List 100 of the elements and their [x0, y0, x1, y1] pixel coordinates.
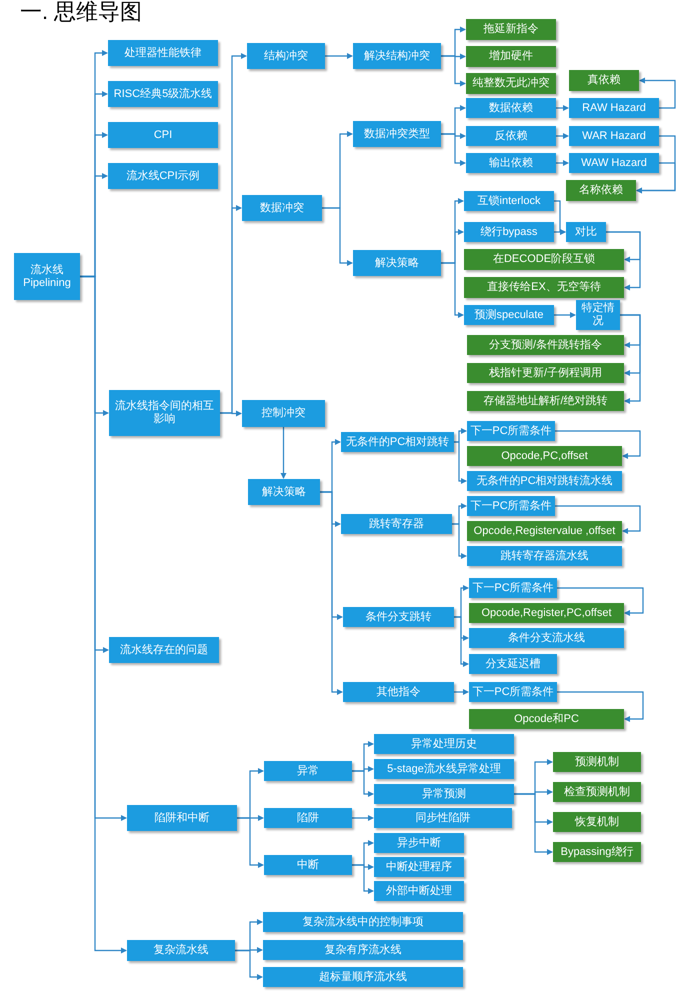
topic-box: 5-stage流水线异常处理 — [374, 759, 514, 779]
topic-box: 增加硬件 — [466, 46, 556, 67]
topic-box: 条件分支跳转 — [343, 607, 454, 627]
topic-box: 下一PC所需条件 — [467, 496, 555, 516]
topic-box: 解决策略 — [353, 250, 441, 276]
connector-arrow — [322, 207, 353, 266]
topic-box: 异步中断 — [374, 833, 464, 853]
topic-box: 其他指令 — [343, 682, 454, 702]
topic-box: 名称依赖 — [566, 180, 636, 201]
topic-box: 输出依赖 — [466, 153, 556, 173]
connector-arrow — [352, 815, 374, 821]
topic-box: 分支预测/条件跳转指令 — [467, 335, 624, 355]
topic-box: 外部中断处理 — [374, 881, 464, 901]
topic-box: 数据冲突类型 — [353, 121, 441, 147]
topic-box: 预测speculate — [464, 305, 554, 325]
connector-arrow — [556, 133, 569, 139]
topic-box: 绕行bypass — [464, 222, 554, 242]
topic-box: 跳转寄存器 — [341, 514, 452, 534]
topic-box: 流水线 Pipelining — [14, 253, 80, 300]
connector-arrow — [554, 312, 576, 318]
topic-box: 下一PC所需条件 — [467, 421, 555, 441]
topic-box: 无条件的PC相对跳转流水线 — [467, 471, 622, 491]
connector-arrow — [441, 55, 466, 86]
topic-box: 流水线存在的问题 — [109, 637, 219, 663]
connector-arrow — [452, 523, 467, 559]
topic-box: 存储器地址解析/绝对跳转 — [467, 391, 624, 411]
topic-box: 控制冲突 — [242, 400, 325, 427]
connector-arrow — [441, 133, 466, 166]
connector-arrow — [352, 770, 374, 797]
connector-arrow — [620, 314, 641, 404]
topic-box: WAW Hazard — [569, 153, 659, 173]
topic-box: 复杂流水线 — [127, 940, 235, 961]
connector-arrow — [555, 505, 641, 534]
topic-box: CPI — [108, 122, 218, 148]
topic-box: Opcode和PC — [469, 709, 624, 729]
topic-box: 结构冲突 — [247, 43, 325, 69]
topic-box: 中断处理程序 — [374, 857, 464, 877]
connector-arrow — [220, 410, 242, 416]
connector-arrow — [554, 229, 566, 235]
topic-box: 真依赖 — [569, 70, 639, 91]
connector-arrow — [454, 441, 467, 484]
connector-arrow — [325, 53, 353, 59]
topic-box: 陷阱和中断 — [127, 805, 237, 831]
topic-box: 检查预测机制 — [553, 782, 641, 802]
connector-arrow — [555, 430, 641, 459]
topic-box: RAW Hazard — [569, 98, 659, 118]
topic-box: 流水线指令间的相互影响 — [109, 390, 220, 436]
connector-arrow — [606, 231, 641, 290]
topic-box: 复杂流水线中的控制事项 — [263, 912, 463, 932]
topic-box: 数据依赖 — [466, 98, 556, 118]
connector-arrow — [454, 689, 469, 695]
topic-box: 超标量顺序流水线 — [263, 967, 463, 987]
topic-box: 下一PC所需条件 — [469, 682, 557, 702]
topic-box: 条件分支流水线 — [469, 628, 624, 648]
connector-arrow — [556, 105, 569, 111]
topic-box: Opcode,Register,PC,offset — [469, 603, 624, 623]
topic-box: 预测机制 — [553, 752, 641, 772]
connector-arrow — [636, 162, 676, 194]
connector-arrow — [352, 864, 374, 894]
topic-box: 数据冲突 — [242, 195, 322, 221]
topic-box: 拖延新指令 — [466, 19, 556, 40]
topic-box: 中断 — [264, 855, 352, 875]
topic-box: 纯整数无此冲突 — [466, 73, 556, 94]
connector-arrow — [454, 616, 469, 667]
topic-box: 恢复机制 — [553, 812, 641, 832]
page-title: 一. 思维导图 — [20, 0, 142, 26]
topic-box: RISC经典5级流水线 — [108, 81, 218, 107]
connector-arrow — [557, 587, 644, 616]
connector-arrow — [280, 427, 286, 479]
topic-box: Opcode,PC,offset — [467, 446, 622, 466]
connector-arrow — [80, 276, 127, 954]
topic-box: WAR Hazard — [569, 126, 659, 146]
topic-box: 异常 — [264, 761, 352, 781]
topic-box: 反依赖 — [466, 126, 556, 146]
connector-arrow — [235, 950, 263, 980]
topic-box: 解决结构冲突 — [353, 43, 441, 69]
connector-arrow — [237, 817, 264, 868]
topic-box: 在DECODE阶段互锁 — [464, 249, 624, 270]
topic-box: 下一PC所需条件 — [469, 578, 557, 598]
topic-box: 异常预测 — [374, 784, 514, 804]
connector-arrow — [556, 160, 569, 166]
topic-box: 同步性陷阱 — [374, 808, 512, 828]
topic-box: 复杂有序流水线 — [263, 940, 463, 960]
topic-box: 跳转寄存器流水线 — [467, 546, 622, 566]
connector-arrow — [639, 78, 676, 109]
topic-box: 无条件的PC相对跳转 — [341, 432, 454, 452]
topic-box: 特定情况 — [576, 300, 620, 330]
connector-arrow — [514, 793, 553, 855]
connector-arrow — [441, 262, 464, 318]
topic-box: 对比 — [566, 222, 606, 242]
connector-arrow — [320, 491, 343, 695]
topic-box: 互锁interlock — [464, 191, 554, 211]
topic-box: Opcode,Registervalue ,offset — [467, 521, 622, 541]
topic-box: 处理器性能铁律 — [108, 40, 218, 66]
topic-box: Bypassing绕行 — [553, 842, 641, 862]
topic-box: 解决策略 — [248, 479, 320, 505]
connector-arrow — [557, 691, 644, 722]
topic-box: 栈指针更新/子例程调用 — [467, 363, 624, 383]
topic-box: 陷阱 — [264, 808, 352, 828]
topic-box: 直接传给EX、无空等待 — [464, 277, 624, 298]
